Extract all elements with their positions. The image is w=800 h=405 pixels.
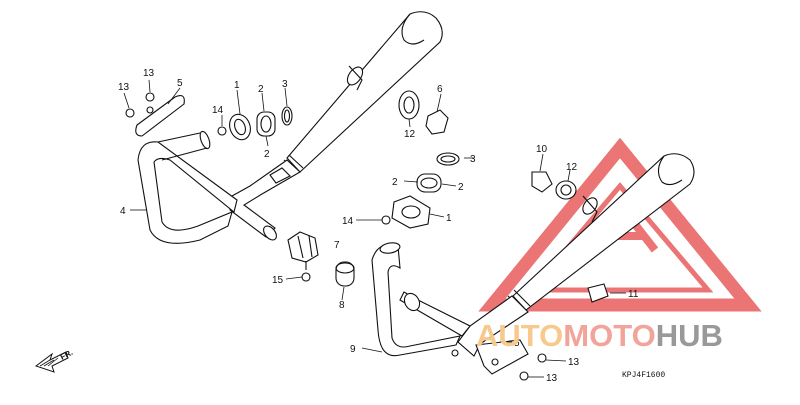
- rubber-11: [587, 283, 609, 303]
- nut-14-upper: [217, 126, 227, 136]
- callout-10: 10: [536, 144, 548, 155]
- callout-4: 4: [120, 206, 126, 217]
- bolt-13-a: [125, 108, 135, 118]
- bolt-13-c: [537, 353, 547, 363]
- callout-13-a: 13: [118, 82, 130, 93]
- bracket-part-5-upper: [135, 95, 185, 137]
- front-direction-label: FR.: [59, 348, 75, 362]
- band-7: [287, 231, 319, 263]
- collar-2-lower: [416, 173, 442, 193]
- callout-11: 11: [628, 289, 639, 300]
- upper-exhaust-pipe: [137, 130, 301, 244]
- watermark-hub: HUB: [656, 318, 723, 353]
- collar-12-a: [398, 90, 420, 120]
- watermark-brand-text: AUTOMOTOHUB: [476, 318, 723, 353]
- watermark-auto: AUTO: [476, 318, 563, 353]
- collar-12-b: [555, 180, 577, 200]
- upper-left-parts: [125, 92, 319, 282]
- callout-5-a: 5: [177, 78, 183, 89]
- lower-exhaust-pipe: [371, 242, 529, 375]
- callout-13-d: 13: [546, 373, 558, 384]
- upper-muffler: [283, 11, 443, 173]
- stud-10: [531, 171, 553, 193]
- callout-1-a: 1: [234, 80, 240, 91]
- gasket-3-lower: [436, 152, 460, 166]
- bracket-part-5-lower: [475, 339, 529, 375]
- callout-1-b: 1: [446, 213, 452, 224]
- callout-2-c: 2: [392, 177, 398, 188]
- lower-muffler: [507, 153, 695, 313]
- flange-1-lower: [391, 195, 431, 229]
- collar-8: [335, 261, 355, 287]
- callout-9: 9: [350, 344, 356, 355]
- callout-2-b: 2: [264, 149, 270, 160]
- nut-14-lower: [381, 215, 391, 225]
- callout-12-b: 12: [566, 162, 578, 173]
- callout-3-a: 3: [282, 79, 288, 90]
- leader-lines: [123, 79, 626, 378]
- callout-14-b: 14: [342, 216, 354, 227]
- callout-13-c: 13: [568, 357, 580, 368]
- bolt-13-d: [519, 371, 529, 381]
- gasket-3-upper: [281, 106, 293, 126]
- callout-14-a: 14: [212, 105, 224, 116]
- callout-2-d: 2: [458, 182, 464, 193]
- callout-12-a: 12: [404, 129, 416, 140]
- stud-6: [425, 109, 449, 135]
- callout-3-b: 3: [470, 154, 476, 165]
- front-direction-arrow: FR.: [34, 348, 75, 373]
- lower-small-parts: [335, 90, 609, 381]
- callout-6: 6: [437, 84, 443, 95]
- watermark-moto: MOTO: [563, 318, 655, 353]
- callout-labels: 13 13 5 14 1 2 2 3 4 15 7 8 12 6 3 2 2 1…: [118, 68, 665, 384]
- bolt-15: [301, 272, 311, 282]
- svg-text:AUTOMOTOHUB: AUTOMOTOHUB: [476, 318, 723, 353]
- callout-15: 15: [272, 275, 284, 286]
- bolt-13-b: [145, 92, 155, 102]
- callout-13-b: 13: [143, 68, 155, 79]
- callout-2-a: 2: [258, 84, 264, 95]
- diagram-code: KPJ4F1600: [622, 371, 665, 380]
- callout-8: 8: [339, 300, 345, 311]
- flange-1-upper: [229, 113, 251, 141]
- watermark-triangle-outer: [478, 137, 762, 312]
- callout-5-b: 5: [514, 338, 520, 349]
- callout-7: 7: [334, 240, 340, 251]
